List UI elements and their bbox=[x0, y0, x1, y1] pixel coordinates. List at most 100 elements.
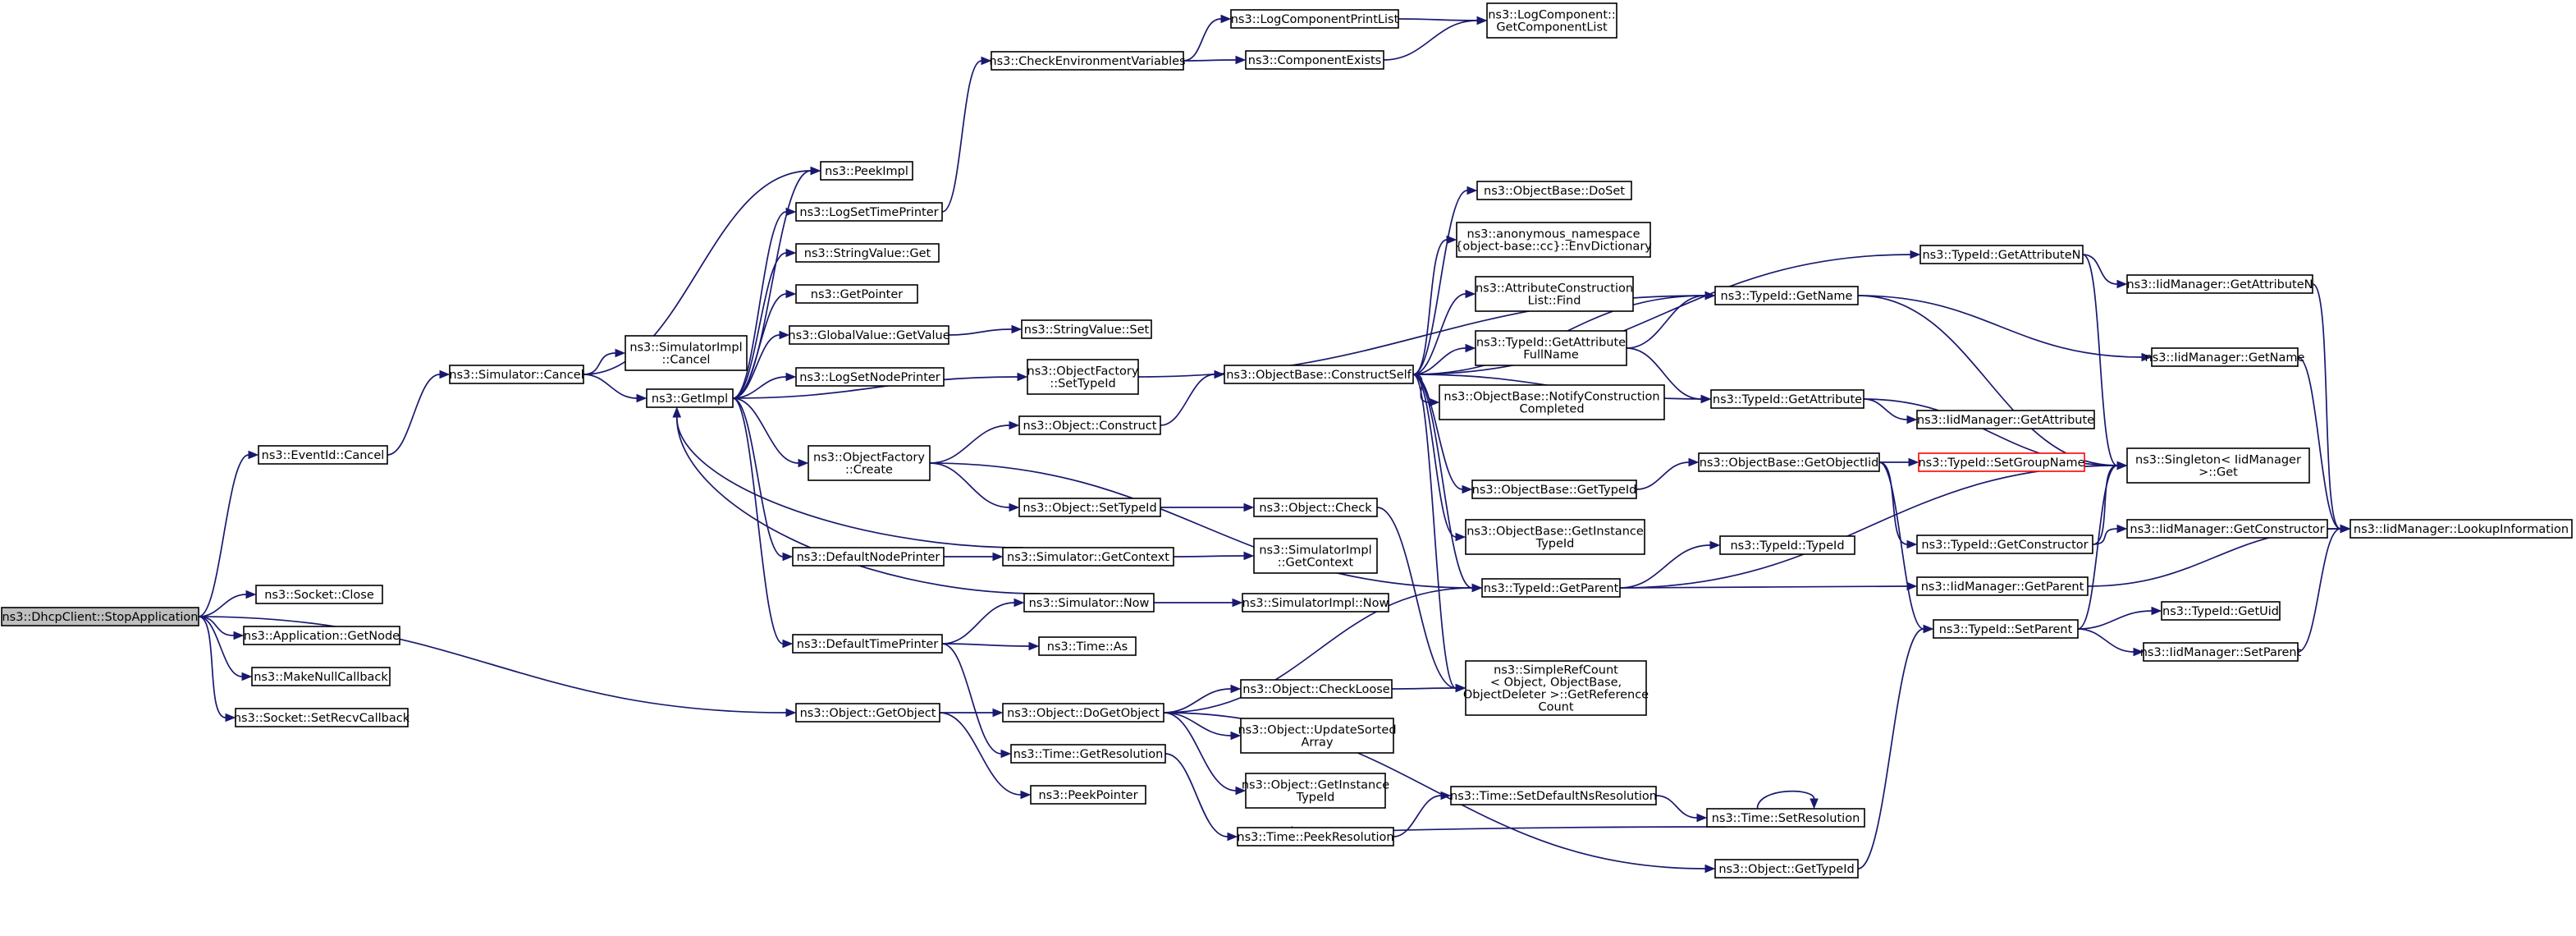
edge-typeid-getname-to-singleton-get bbox=[1857, 295, 2128, 470]
node-label-line: ns3::IidManager::SetParent bbox=[2140, 646, 2302, 659]
node-objbase-getobjectiid[interactable]: ns3::ObjectBase::GetObjectIid bbox=[1698, 452, 1880, 472]
node-object-gettypeid[interactable]: ns3::Object::GetTypeId bbox=[1714, 859, 1859, 879]
edge-arrowhead bbox=[248, 450, 259, 460]
edge-line bbox=[1412, 293, 1466, 375]
node-simimpl-cancel[interactable]: ns3::SimulatorImpl::Cancel bbox=[625, 335, 748, 371]
node-typeid-getattributen[interactable]: ns3::TypeId::GetAttributeN bbox=[1919, 245, 2084, 264]
node-simimpl-now[interactable]: ns3::SimulatorImpl::Now bbox=[1242, 593, 1389, 613]
node-time-peekresolution[interactable]: ns3::Time::PeekResolution bbox=[1237, 827, 1394, 847]
node-typeid-setparent[interactable]: ns3::TypeId::SetParent bbox=[1933, 619, 2079, 639]
node-box bbox=[1253, 498, 1378, 517]
node-box bbox=[1919, 245, 2084, 264]
node-label-line: ::SetTypeId bbox=[1050, 378, 1115, 391]
node-typeid-typeid[interactable]: ns3::TypeId::TypeId bbox=[1719, 535, 1855, 555]
node-object-check[interactable]: ns3::Object::Check bbox=[1253, 498, 1378, 517]
edge-arrowhead bbox=[615, 348, 626, 358]
node-typeid-getuid[interactable]: ns3::TypeId::GetUid bbox=[2161, 601, 2281, 621]
node-logsettimeprinter[interactable]: ns3::LogSetTimePrinter bbox=[795, 202, 943, 222]
node-iidmgr-getparent[interactable]: ns3::IidManager::GetParent bbox=[1916, 576, 2089, 596]
node-label-line: ::Create bbox=[845, 464, 893, 477]
node-time-setdefaultnsresolution[interactable]: ns3::Time::SetDefaultNsResolution bbox=[1450, 786, 1657, 805]
node-singleton-get[interactable]: ns3::Singleton< IidManager>::Get bbox=[2126, 447, 2310, 484]
edge-line bbox=[1391, 687, 1457, 690]
node-objbase-constructself[interactable]: ns3::ObjectBase::ConstructSelf bbox=[1224, 365, 1414, 384]
node-box bbox=[1224, 365, 1414, 384]
node-iidmgr-getconstructor[interactable]: ns3::IidManager::GetConstructor bbox=[2126, 519, 2328, 539]
node-label-line: ns3::Object::Check bbox=[1259, 502, 1372, 515]
node-stringvalue-get[interactable]: ns3::StringValue::Get bbox=[795, 243, 940, 263]
node-getimpl[interactable]: ns3::GetImpl bbox=[646, 388, 734, 408]
node-iidmgr-lookupinformation[interactable]: ns3::IidManager::LookupInformation bbox=[2350, 519, 2573, 539]
node-typeid-setgroupname[interactable]: ns3::TypeId::SetGroupName bbox=[1918, 452, 2085, 472]
node-simplerefcount[interactable]: ns3::SimpleRefCount< Object, ObjectBase,… bbox=[1463, 660, 1649, 716]
node-box bbox=[1471, 479, 1637, 499]
node-envdictionary[interactable]: ns3::anonymous_namespace{object-base::cc… bbox=[1455, 222, 1652, 258]
node-object-construct[interactable]: ns3::Object::Construct bbox=[1018, 415, 1161, 435]
node-label-line: ns3::DhcpClient::StopApplication bbox=[2, 611, 198, 624]
node-object-checkloose[interactable]: ns3::Object::CheckLoose bbox=[1240, 679, 1393, 699]
node-makenullcallback[interactable]: ns3::MakeNullCallback bbox=[251, 667, 391, 686]
edge-arrowhead bbox=[992, 552, 1004, 562]
node-object-settypeid[interactable]: ns3::Object::SetTypeId bbox=[1018, 498, 1161, 517]
node-sim-cancel[interactable]: ns3::Simulator::Cancel bbox=[449, 365, 584, 384]
node-checkenv[interactable]: ns3::CheckEnvironmentVariables bbox=[989, 51, 1186, 71]
node-iidmgr-getattributen[interactable]: ns3::IidManager::GetAttributeN bbox=[2126, 274, 2313, 294]
edge-object-getobject-to-peekpointer bbox=[939, 712, 1032, 800]
node-objfactory-settypeid[interactable]: ns3::ObjectFactory::SetTypeId bbox=[1027, 359, 1139, 395]
node-compexists[interactable]: ns3::ComponentExists bbox=[1245, 50, 1384, 70]
node-object-dogetobject[interactable]: ns3::Object::DoGetObject bbox=[1002, 703, 1164, 723]
node-defaulttimeprinter[interactable]: ns3::DefaultTimePrinter bbox=[792, 634, 943, 654]
node-logcompprintlist[interactable]: ns3::LogComponentPrintList bbox=[1230, 9, 1399, 29]
node-logsetnodeprinter[interactable]: ns3::LogSetNodePrinter bbox=[795, 367, 945, 387]
node-box bbox=[1023, 593, 1155, 613]
node-sim-now[interactable]: ns3::Simulator::Now bbox=[1023, 593, 1155, 613]
node-sim-getcontext[interactable]: ns3::Simulator::GetContext bbox=[1002, 547, 1174, 567]
edge-line bbox=[941, 643, 1002, 755]
node-iidmgr-getattribute[interactable]: ns3::IidManager::GetAttribute bbox=[1916, 410, 2095, 429]
node-time-getresolution[interactable]: ns3::Time::GetResolution bbox=[1010, 744, 1166, 764]
node-label-line: ns3::TypeId::GetAttribute bbox=[1713, 393, 1862, 406]
node-typeid-getattribute[interactable]: ns3::TypeId::GetAttribute bbox=[1710, 389, 1865, 409]
edge-arrowhead bbox=[992, 708, 1004, 718]
node-time-setresolution[interactable]: ns3::Time::SetResolution bbox=[1706, 808, 1865, 828]
edge-arrowhead bbox=[1220, 14, 1232, 24]
node-label-line: ns3::Object::GetObject bbox=[800, 707, 936, 720]
node-socket-close[interactable]: ns3::Socket::Close bbox=[255, 585, 383, 604]
node-simimpl-getcontext[interactable]: ns3::SimulatorImpl::GetContext bbox=[1253, 538, 1378, 574]
node-peekimpl[interactable]: ns3::PeekImpl bbox=[820, 161, 913, 181]
node-iidmgr-setparent[interactable]: ns3::IidManager::SetParent bbox=[2140, 642, 2302, 662]
edge-checkenv-to-compexists bbox=[1183, 55, 1247, 65]
node-label-line: ns3::MakeNullCallback bbox=[254, 671, 388, 684]
node-label-line: ns3::PeekPointer bbox=[1038, 789, 1137, 802]
node-object-getobject[interactable]: ns3::Object::GetObject bbox=[795, 703, 940, 723]
node-dhcp-stop[interactable]: ns3::DhcpClient::StopApplication bbox=[1, 607, 199, 626]
node-eventid-cancel[interactable]: ns3::EventId::Cancel bbox=[258, 445, 388, 465]
node-getpointer[interactable]: ns3::GetPointer bbox=[795, 284, 918, 304]
edge-getimpl-to-objfactory-settypeid bbox=[732, 372, 1028, 399]
node-typeid-getname[interactable]: ns3::TypeId::GetName bbox=[1714, 286, 1859, 305]
node-iidmgr-getname[interactable]: ns3::IidManager::GetName bbox=[2145, 347, 2305, 367]
edge-dhcp-stop-to-socket-setrecvcallback bbox=[198, 616, 236, 723]
node-time-as[interactable]: ns3::Time::As bbox=[1038, 636, 1137, 656]
node-defaultnodeprinter[interactable]: ns3::DefaultNodePrinter bbox=[792, 547, 945, 567]
node-socket-setrecvcallback[interactable]: ns3::Socket::SetRecvCallback bbox=[234, 708, 410, 727]
node-objbase-gettypeid[interactable]: ns3::ObjectBase::GetTypeId bbox=[1471, 479, 1637, 499]
node-logcompgetlist[interactable]: ns3::LogComponent::GetComponentList bbox=[1486, 2, 1617, 39]
node-typeid-getconstructor[interactable]: ns3::TypeId::GetConstructor bbox=[1916, 535, 2093, 554]
node-objbase-doset[interactable]: ns3::ObjectBase::DoSet bbox=[1476, 181, 1632, 200]
edge-arrowhead bbox=[1709, 540, 1721, 550]
node-objfactory-create[interactable]: ns3::ObjectFactory::Create bbox=[808, 445, 931, 481]
edge-object-gettypeid-to-typeid-setparent bbox=[1857, 624, 1934, 869]
node-objbase-notifyconstructioncompleted[interactable]: ns3::ObjectBase::NotifyConstructionCompl… bbox=[1439, 384, 1665, 420]
node-stringvalue-set[interactable]: ns3::StringValue::Set bbox=[1021, 319, 1152, 339]
node-app-getnode[interactable]: ns3::Application::GetNode bbox=[243, 626, 400, 645]
edge-globalvalue-getvalue-to-stringvalue-set bbox=[948, 324, 1023, 336]
node-peekpointer[interactable]: ns3::PeekPointer bbox=[1030, 785, 1146, 805]
node-typeid-getparent[interactable]: ns3::TypeId::GetParent bbox=[1481, 578, 1621, 598]
node-globalvalue-getvalue[interactable]: ns3::GlobalValue::GetValue bbox=[788, 325, 950, 345]
